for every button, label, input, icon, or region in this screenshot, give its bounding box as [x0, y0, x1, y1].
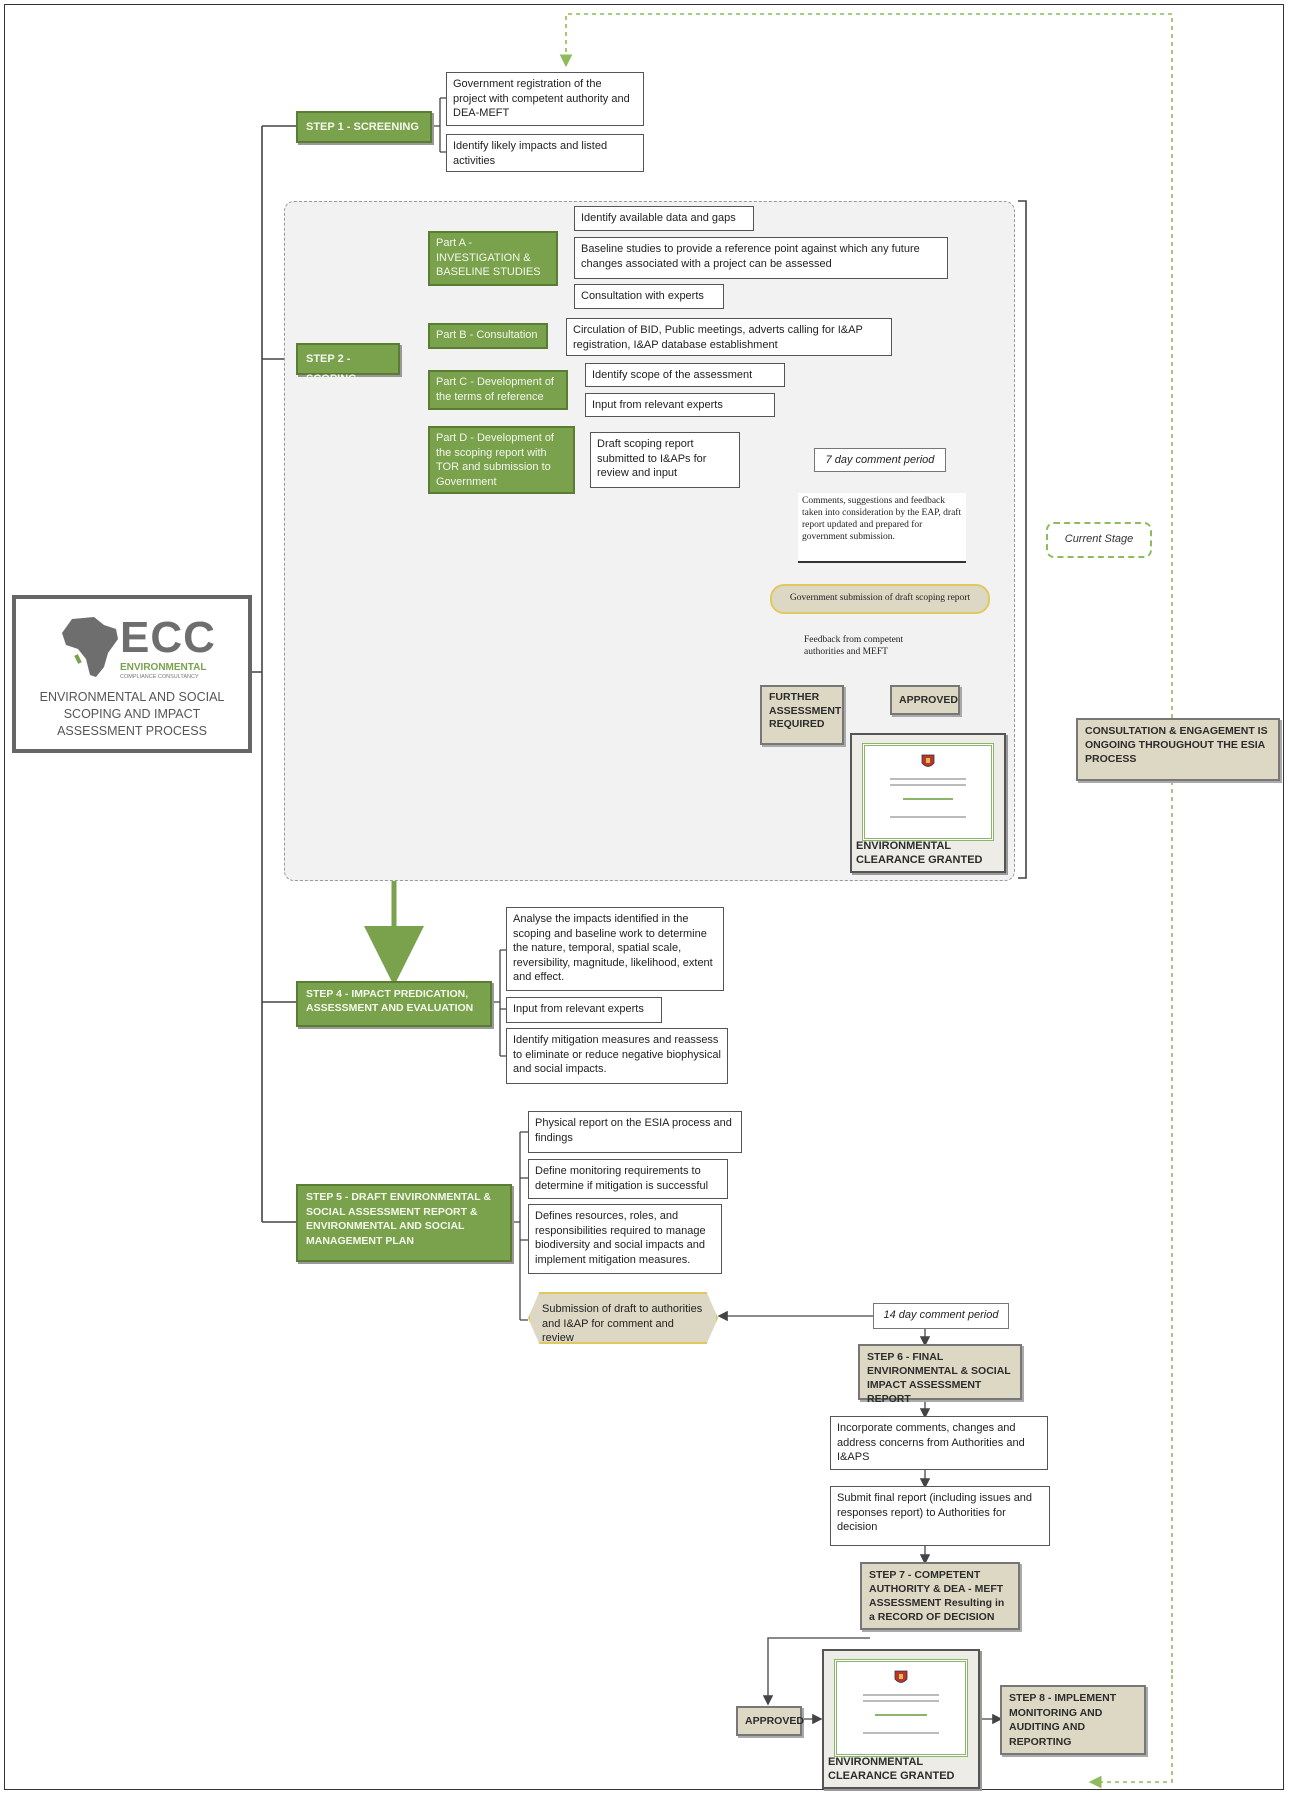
current-stage-label: Current Stage	[1046, 522, 1152, 558]
logo-brand-sub1: ENVIRONMENTAL	[120, 662, 207, 673]
part-a-item-2: Baseline studies to provide a reference …	[574, 237, 948, 279]
step5-item-2: Define monitoring requirements to determ…	[528, 1159, 728, 1199]
step4-item-1: Analyse the impacts identified in the sc…	[506, 907, 724, 991]
part-d-title: Part D - Development of the scoping repo…	[428, 426, 575, 494]
part-c-item-1: Identify scope of the assessment	[585, 363, 785, 387]
step1-item-2: Identify likely impacts and listed activ…	[446, 134, 644, 172]
feedback-text: Feedback from competent authorities and …	[804, 635, 904, 657]
fourteen-day-comment-period: 14 day comment period	[873, 1303, 1009, 1329]
step2-clearance-caption: ENVIRONMENTAL CLEARANCE GRANTED	[856, 840, 983, 866]
step6-title: STEP 6 - FINAL ENVIRONMENTAL & SOCIAL IM…	[858, 1344, 1022, 1405]
africa-map-icon	[62, 617, 118, 677]
step7-approved-box: APPROVED	[736, 1706, 804, 1736]
step5-item-1: Physical report on the ESIA process and …	[528, 1111, 742, 1153]
comments-feedback-text: Comments, suggestions and feedback taken…	[798, 493, 966, 563]
step7-clearance-certificate: ENVIRONMENTAL CLEARANCE GRANTED	[822, 1649, 980, 1789]
step7-clearance-caption: ENVIRONMENTAL CLEARANCE GRANTED	[828, 1756, 955, 1782]
step5-item-3: Defines resources, roles, and responsibi…	[528, 1204, 722, 1274]
outer-frame	[4, 4, 1284, 1790]
logo-brand: ECC	[120, 613, 216, 662]
part-b-title: Part B - Consultation	[428, 323, 548, 349]
step7-title: STEP 7 - COMPETENT AUTHORITY & DEA - MEF…	[860, 1562, 1020, 1630]
part-a-item-1: Identify available data and gaps	[574, 206, 754, 231]
part-a-title: Part A - INVESTIGATION & BASELINE STUDIE…	[428, 231, 558, 286]
part-a-item-3: Consultation with experts	[574, 284, 724, 309]
gov-submission-badge: Government submission of draft scoping r…	[770, 584, 990, 614]
submission-draft-badge: Submission of draft to authorities and I…	[528, 1292, 718, 1344]
step2-clearance-certificate: ENVIRONMENTAL CLEARANCE GRANTED	[850, 733, 1006, 873]
step1-item-1: Government registration of the project w…	[446, 72, 644, 126]
ecc-logo-card: ECC ENVIRONMENTAL COMPLIANCE CONSULTANCY…	[12, 595, 252, 753]
certificate-paper	[862, 743, 994, 841]
coat-of-arms-icon	[894, 1670, 908, 1683]
seven-day-comment-period: 7 day comment period	[814, 448, 946, 472]
step8-title: STEP 8 - IMPLEMENT MONITORING AND AUDITI…	[1000, 1685, 1146, 1755]
part-d-item: Draft scoping report submitted to I&APs …	[590, 432, 740, 488]
step5-title: STEP 5 - DRAFT ENVIRONMENTAL & SOCIAL AS…	[296, 1184, 512, 1262]
consultation-ongoing-box: CONSULTATION & ENGAGEMENT IS ONGOING THR…	[1076, 718, 1280, 781]
step4-item-3: Identify mitigation measures and reasses…	[506, 1028, 728, 1084]
step2-title: STEP 2 - SCOPING	[296, 343, 400, 385]
step4-item-2: Input from relevant experts	[506, 997, 662, 1023]
certificate-paper	[834, 1659, 968, 1757]
step6-item-1: Incorporate comments, changes and addres…	[830, 1416, 1048, 1470]
further-assessment-box: FURTHER ASSESSMENT REQUIRED	[760, 685, 844, 745]
part-c-item-2: Input from relevant experts	[585, 393, 775, 417]
coat-of-arms-icon	[921, 754, 935, 767]
step1-title: STEP 1 - SCREENING	[296, 111, 432, 143]
logo-caption: ENVIRONMENTAL AND SOCIAL SCOPING AND IMP…	[39, 690, 225, 738]
logo-brand-sub2: COMPLIANCE CONSULTANCY	[120, 674, 199, 680]
step2-approved-box: APPROVED	[890, 685, 960, 715]
part-b-item: Circulation of BID, Public meetings, adv…	[566, 318, 892, 356]
step4-title: STEP 4 - IMPACT PREDICATION, ASSESSMENT …	[296, 981, 492, 1027]
part-c-title: Part C - Development of the terms of ref…	[428, 370, 568, 410]
step6-item-2: Submit final report (including issues an…	[830, 1486, 1050, 1546]
